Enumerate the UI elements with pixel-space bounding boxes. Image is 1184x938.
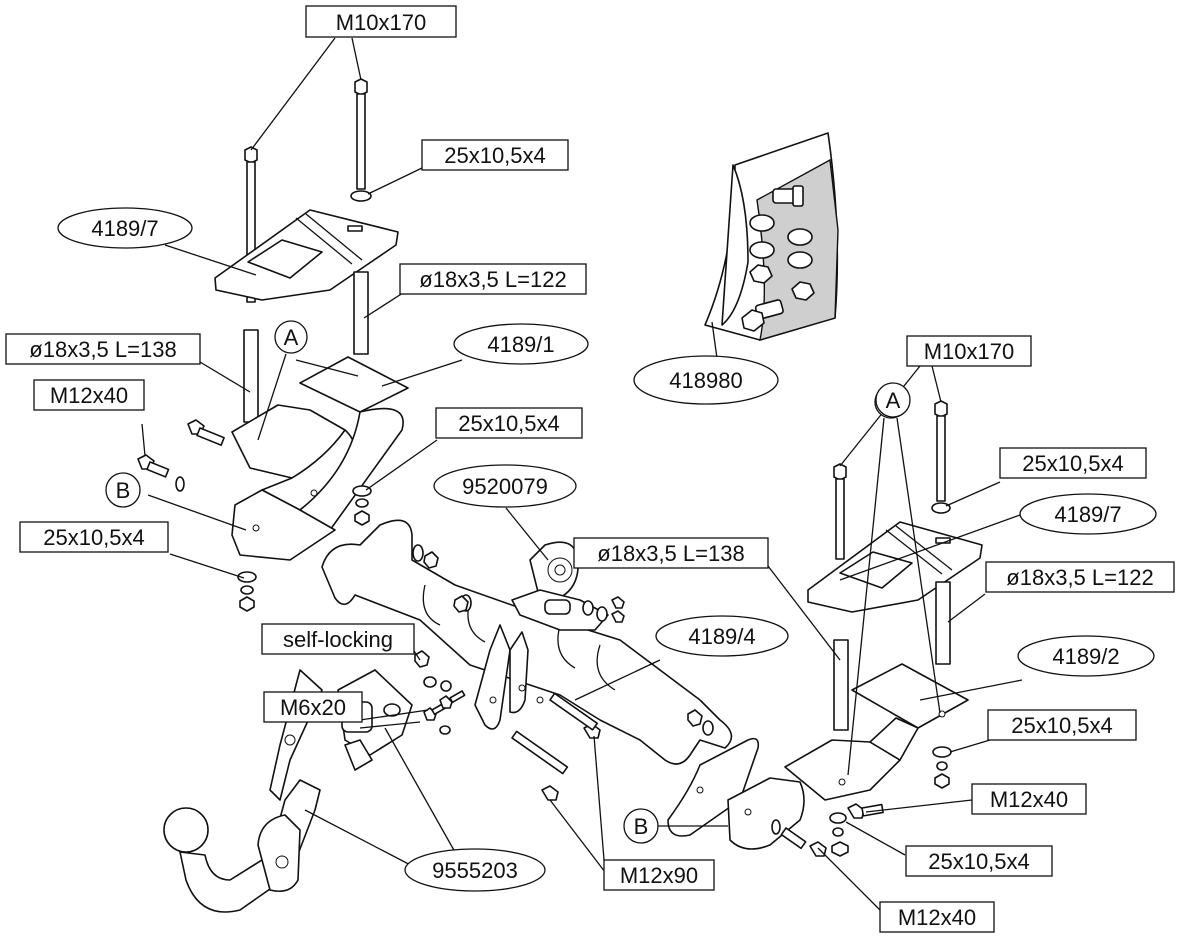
label-tube-138-left: ø18x3,5 L=138	[5, 333, 201, 365]
label-plate-4189-7-right: 4189/7	[1019, 493, 1157, 535]
svg-text:B: B	[634, 814, 649, 839]
svg-text:9555203: 9555203	[432, 858, 518, 883]
label-m12x40-right-a: M12x40	[971, 783, 1087, 815]
label-washer-mid-left: 25x10,5x4	[435, 407, 583, 439]
svg-text:A: A	[284, 325, 299, 350]
bolts-m6x20	[423, 690, 466, 735]
label-self-locking: self-locking	[261, 623, 415, 655]
svg-text:418980: 418980	[669, 368, 742, 393]
label-m12x90: M12x90	[603, 859, 715, 891]
plate-4189-7-right	[807, 521, 983, 613]
washer-top-right	[931, 502, 951, 514]
svg-text:ø18x3,5 L=122: ø18x3,5 L=122	[1006, 565, 1153, 590]
label-plate-4189-7-left: 4189/7	[57, 207, 193, 249]
bag-bolt-top	[772, 185, 804, 207]
svg-text:25x10,5x4: 25x10,5x4	[1022, 451, 1124, 476]
label-tube-122-right: ø18x3,5 L=122	[985, 561, 1175, 593]
tube-122-right	[935, 581, 951, 665]
svg-text:25x10,5x4: 25x10,5x4	[444, 143, 546, 168]
bolt-m12x40-left-a	[187, 419, 225, 446]
washer-low-left	[237, 571, 257, 583]
label-tube-122-left: ø18x3,5 L=122	[399, 263, 587, 295]
svg-text:M12x40: M12x40	[990, 787, 1068, 812]
marker-a-right-final: A	[875, 382, 911, 418]
label-washer-low-left: 25x10,5x4	[19, 521, 169, 553]
label-washer-mid-right: 25x10,5x4	[987, 709, 1137, 741]
label-ball-electrics: 9555203	[404, 848, 546, 892]
marker-b-left: B	[105, 472, 141, 508]
svg-text:M12x40: M12x40	[898, 905, 976, 930]
svg-text:4189/4: 4189/4	[688, 624, 755, 649]
svg-text:9520079: 9520079	[462, 474, 548, 499]
label-m12x40-left: M12x40	[33, 379, 145, 411]
label-m12x40-right-b: M12x40	[879, 901, 995, 933]
svg-text:4189/1: 4189/1	[487, 332, 554, 357]
svg-text:M12x90: M12x90	[620, 863, 698, 888]
bolt-m12x90-a	[511, 730, 569, 801]
label-kit-bag: 418980	[633, 355, 779, 405]
bolt-m12x40-right-a	[847, 803, 884, 819]
washer-low-right	[829, 812, 847, 824]
washer-mid-right	[932, 746, 952, 758]
label-crossbar-4189-4: 4189/4	[655, 615, 789, 657]
bolt-m12x40-left-b	[137, 454, 185, 492]
bolt-m12x90-b	[549, 692, 601, 739]
washer-mid-left	[352, 485, 372, 497]
svg-text:ø18x3,5 L=138: ø18x3,5 L=138	[29, 337, 176, 362]
label-socket-plate: 9520079	[433, 464, 577, 508]
bracket-4189-1	[231, 356, 409, 561]
svg-text:self-locking: self-locking	[283, 627, 393, 652]
bolt-m10x170-left-a	[244, 146, 258, 303]
tube-138-right	[833, 639, 849, 731]
kit-bag-418980	[704, 132, 839, 341]
electric-module	[337, 669, 413, 771]
bag-bolt-bottom	[741, 299, 784, 332]
svg-text:M10x170: M10x170	[336, 10, 427, 35]
label-m10x170-right: M10x170	[906, 335, 1032, 367]
svg-text:B: B	[116, 478, 131, 503]
svg-text:A: A	[886, 388, 901, 413]
svg-text:25x10,5x4: 25x10,5x4	[1011, 713, 1113, 738]
label-washer-top-left: 25x10,5x4	[421, 139, 569, 171]
tube-122-left	[353, 271, 369, 355]
label-washer-low-right: 25x10,5x4	[905, 845, 1053, 877]
svg-text:25x10,5x4: 25x10,5x4	[43, 525, 145, 550]
svg-text:4189/7: 4189/7	[1054, 502, 1121, 527]
svg-text:ø18x3,5 L=122: ø18x3,5 L=122	[419, 267, 566, 292]
bolt-m12x40-right-b	[771, 819, 827, 857]
svg-text:ø18x3,5 L=138: ø18x3,5 L=138	[597, 541, 744, 566]
marker-b-right: B	[623, 808, 659, 844]
svg-text:25x10,5x4: 25x10,5x4	[928, 849, 1030, 874]
tube-138-left	[243, 329, 259, 423]
bolt-m10x170-right-b	[934, 400, 948, 502]
label-washer-top-right: 25x10,5x4	[999, 447, 1147, 479]
self-locking-nuts	[414, 650, 452, 692]
svg-text:4189/7: 4189/7	[91, 216, 158, 241]
label-bracket-4189-2: 4189/2	[1017, 635, 1155, 677]
bolt-m10x170-left-b	[354, 78, 368, 190]
tow-ball-assembly	[163, 669, 323, 913]
label-tube-138-right: ø18x3,5 L=138	[573, 537, 769, 569]
svg-text:M10x170: M10x170	[924, 339, 1015, 364]
svg-text:25x10,5x4: 25x10,5x4	[458, 411, 560, 436]
svg-text:M6x20: M6x20	[280, 695, 346, 720]
socket-plate-9520079	[511, 541, 625, 631]
svg-text:M12x40: M12x40	[50, 383, 128, 408]
label-bracket-4189-1: 4189/1	[453, 323, 589, 365]
washer-top-left	[350, 190, 372, 202]
svg-text:4189/2: 4189/2	[1052, 644, 1119, 669]
label-m6x20: M6x20	[263, 691, 363, 723]
plate-4189-7-left	[214, 209, 399, 301]
label-m10x170-left: M10x170	[305, 5, 457, 38]
bolt-m10x170-right-a	[833, 463, 847, 560]
marker-a-left: A	[274, 320, 308, 354]
